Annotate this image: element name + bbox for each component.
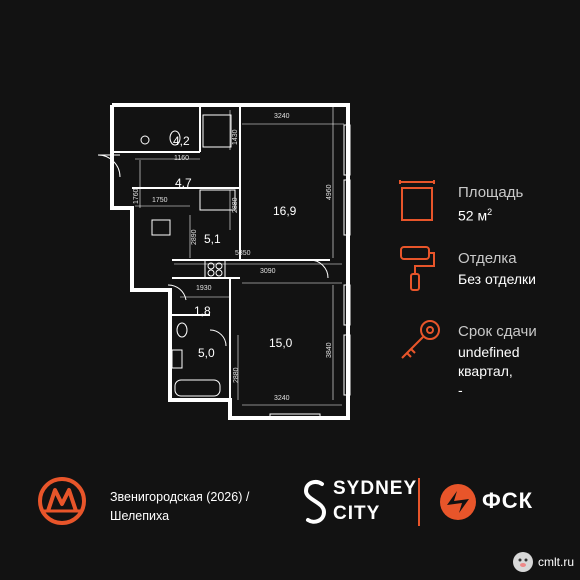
dimension-label: 1760	[133, 188, 140, 204]
dimension-label: 2880	[232, 197, 239, 213]
dimension-label: 1930	[196, 285, 212, 292]
area-value: 52 м2	[458, 207, 493, 224]
area-label: Площадь	[458, 184, 524, 201]
footer-divider	[418, 478, 420, 526]
dimension-label: 3840	[326, 342, 333, 358]
dimension-label: 1750	[152, 197, 168, 204]
delivery-value-line3: -	[458, 382, 463, 398]
area-unit-superscript: 2	[487, 207, 493, 217]
room-area-label: 16,9	[273, 204, 297, 218]
key-icon	[398, 318, 442, 369]
finish-value: Без отделки	[458, 271, 537, 287]
watermark: cmlt.ru	[512, 550, 574, 574]
room-area-label: 15,0	[269, 336, 293, 350]
room-area-label: 4,2	[173, 134, 190, 148]
brand-name-line1: SYDNEY	[333, 478, 418, 499]
room-area-label: 5,0	[198, 346, 215, 360]
watermark-text: cmlt.ru	[538, 555, 574, 569]
brand-name-line2: CITY	[333, 503, 381, 524]
dimension-label: 2880	[233, 367, 240, 383]
dimension-label: 4960	[326, 184, 333, 200]
dimension-label: 3240	[274, 395, 290, 402]
dimension-label: 3240	[274, 113, 290, 120]
paint-roller-icon	[398, 244, 438, 299]
mole-icon	[513, 552, 533, 572]
delivery-label: Срок сдачи	[458, 323, 537, 340]
metro-station: Звенигородская (2026) / Шелепиха	[110, 488, 249, 526]
finish-label: Отделка	[458, 250, 517, 267]
delivery-value-line2: квартал,	[458, 363, 513, 379]
developer-name: ФСК	[482, 488, 534, 513]
dimension-label: 2890	[191, 229, 198, 245]
metro-station-line1: Звенигородская (2026) /	[110, 490, 250, 504]
sydney-city-logo-mark	[302, 478, 328, 531]
floor-plan: 4,2 4,7 16,9 5,1 1,8 5,0 15,0 3240 1430 …	[90, 100, 355, 421]
delivery-value-line1: undefined	[458, 344, 520, 360]
dimension-label: 1430	[232, 129, 239, 145]
room-area-label: 4,7	[175, 176, 192, 190]
room-area-label: 5,1	[204, 232, 221, 246]
dimension-label: 1160	[174, 155, 190, 162]
room-area-label: 1,8	[194, 304, 211, 318]
dimension-label: 5350	[235, 250, 251, 257]
area-icon	[398, 180, 438, 229]
developer-logo-mark	[438, 482, 478, 527]
dimension-label: 3090	[260, 268, 276, 275]
floor-plan-drawing	[97, 103, 351, 421]
metro-icon	[34, 474, 90, 535]
metro-station-line2: Шелепиха	[110, 509, 170, 523]
